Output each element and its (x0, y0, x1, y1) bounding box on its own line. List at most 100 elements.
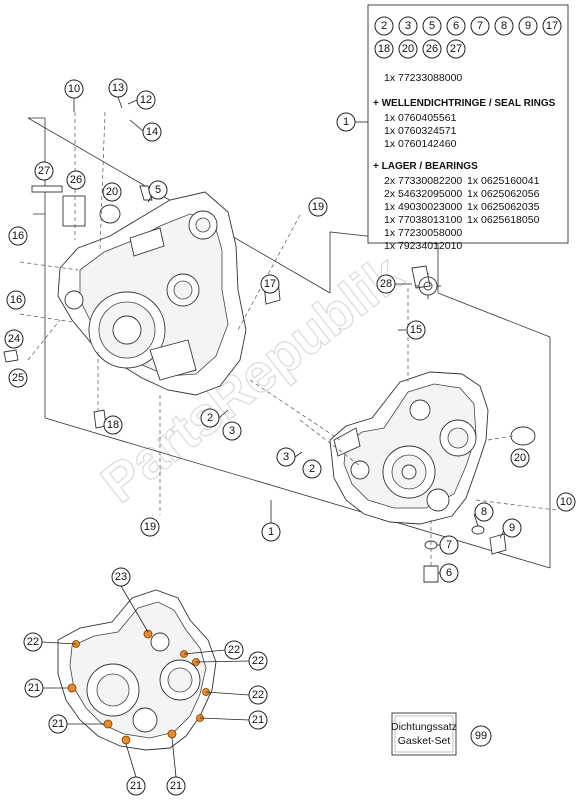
svg-text:21: 21 (28, 682, 40, 694)
callout-16-b[interactable] (6, 290, 26, 310)
callout-2-right[interactable] (302, 459, 322, 479)
svg-text:2: 2 (207, 412, 213, 424)
callout-21-c[interactable] (248, 710, 268, 730)
callout-20-right[interactable] (510, 448, 530, 468)
seal-item-1: 1x 0760405561 (384, 112, 457, 124)
svg-text:18: 18 (107, 419, 119, 431)
svg-text:13: 13 (112, 82, 124, 94)
callout-5[interactable] (148, 180, 168, 200)
svg-text:21: 21 (252, 714, 264, 726)
seal-item-3: 1x 0760142460 (384, 138, 457, 150)
callout-22-d[interactable] (248, 685, 268, 705)
callout-13[interactable] (108, 78, 128, 98)
callout-2-left[interactable] (200, 408, 220, 428)
kit-ref-27: 27 (450, 43, 462, 55)
callout-24[interactable] (4, 329, 24, 349)
callout-28[interactable] (376, 274, 396, 294)
part-seal-20-right (510, 426, 536, 446)
kit-ref-2: 2 (381, 20, 387, 32)
svg-text:16: 16 (12, 230, 24, 242)
kit-ref-5: 5 (429, 20, 435, 32)
svg-text:22: 22 (252, 689, 264, 701)
kit-ref-17: 17 (546, 20, 558, 32)
svg-text:5: 5 (155, 184, 161, 196)
bearing-left-5: 1x 77230058000 (384, 227, 462, 239)
svg-text:19: 19 (144, 521, 156, 533)
svg-text:22: 22 (252, 655, 264, 667)
svg-text:22: 22 (228, 644, 240, 656)
callout-18[interactable] (103, 415, 123, 435)
part-bolt-24 (3, 349, 19, 363)
svg-text:7: 7 (446, 539, 452, 551)
callout-16-a[interactable] (8, 226, 28, 246)
callout-26[interactable] (66, 170, 86, 190)
callout-9[interactable] (502, 518, 522, 538)
callout-17[interactable] (260, 274, 280, 294)
svg-text:10: 10 (560, 496, 572, 508)
svg-text:3: 3 (229, 425, 235, 437)
kit-ref-9: 9 (525, 20, 531, 32)
gasket-set-line1: Dichtungssatz (391, 721, 457, 733)
callout-1-assembly[interactable] (261, 522, 281, 542)
callout-15[interactable] (406, 320, 426, 340)
svg-text:2: 2 (309, 463, 315, 475)
kit-row1: 2 3 5 6 7 8 9 17 (374, 16, 562, 36)
svg-text:14: 14 (146, 126, 158, 138)
callout-20-left[interactable] (102, 182, 122, 202)
gasket-set-line2: Gasket-Set (398, 735, 451, 747)
svg-text:20: 20 (106, 186, 118, 198)
callout-21-a[interactable] (24, 678, 44, 698)
kit-item-1: 1x 77233088000 (384, 72, 462, 84)
svg-text:27: 27 (38, 165, 50, 177)
kit-ref-26: 26 (426, 43, 438, 55)
callout-6[interactable] (439, 563, 459, 583)
frame-bottom-edge (44, 417, 551, 569)
svg-text:19: 19 (312, 201, 324, 213)
callout-99-label: 99 (475, 730, 487, 742)
svg-text:6: 6 (446, 567, 452, 579)
callout-22-b[interactable] (224, 640, 244, 660)
svg-text:23: 23 (115, 571, 127, 583)
svg-text:15: 15 (410, 324, 422, 336)
callout-22-a[interactable] (23, 632, 43, 652)
right-crankcase-half (329, 371, 489, 525)
callout-1-kit-label: 1 (343, 116, 349, 128)
callout-99[interactable] (470, 725, 492, 747)
callout-27[interactable] (34, 161, 54, 181)
svg-text:3: 3 (283, 451, 289, 463)
callout-19-top[interactable] (308, 197, 328, 217)
svg-text:8: 8 (481, 506, 487, 518)
callouts: 10 13 12 14 27 26 20 5 19 16 16 24 25 17 (4, 78, 576, 796)
bearing-left-6: 1x 79234012010 (384, 240, 462, 252)
callout-12[interactable] (136, 90, 156, 110)
svg-text:20: 20 (514, 452, 526, 464)
gear-icon (415, 273, 441, 299)
callout-19-bottom[interactable] (140, 517, 160, 537)
callout-10-right[interactable] (556, 492, 576, 512)
kit-ref-6: 6 (453, 20, 459, 32)
kit-ref-20: 20 (402, 43, 414, 55)
part-pin-27 (31, 185, 63, 193)
callout-8[interactable] (474, 502, 494, 522)
callout-22-c[interactable] (248, 651, 268, 671)
callout-21-e[interactable] (166, 776, 186, 796)
callout-23[interactable] (111, 567, 131, 587)
callout-7[interactable] (439, 535, 459, 555)
gasket-set-box (391, 712, 457, 756)
seal-item-2: 1x 0760324571 (384, 125, 457, 137)
kit-row2: 18 20 26 27 (374, 39, 466, 59)
callout-3-right[interactable] (276, 447, 296, 467)
callout-10-top[interactable] (64, 79, 84, 99)
callout-21-d[interactable] (126, 776, 146, 796)
part-plug-9 (489, 533, 507, 555)
callout-14[interactable] (142, 122, 162, 142)
callout-21-b[interactable] (48, 714, 68, 734)
callout-1-kit[interactable] (336, 112, 356, 132)
svg-text:25: 25 (12, 372, 24, 384)
callout-25[interactable] (8, 368, 28, 388)
callout-3-left[interactable] (222, 421, 242, 441)
frame-top-right (437, 292, 551, 338)
bearing-right-3: 1x 0625062035 (467, 201, 540, 213)
